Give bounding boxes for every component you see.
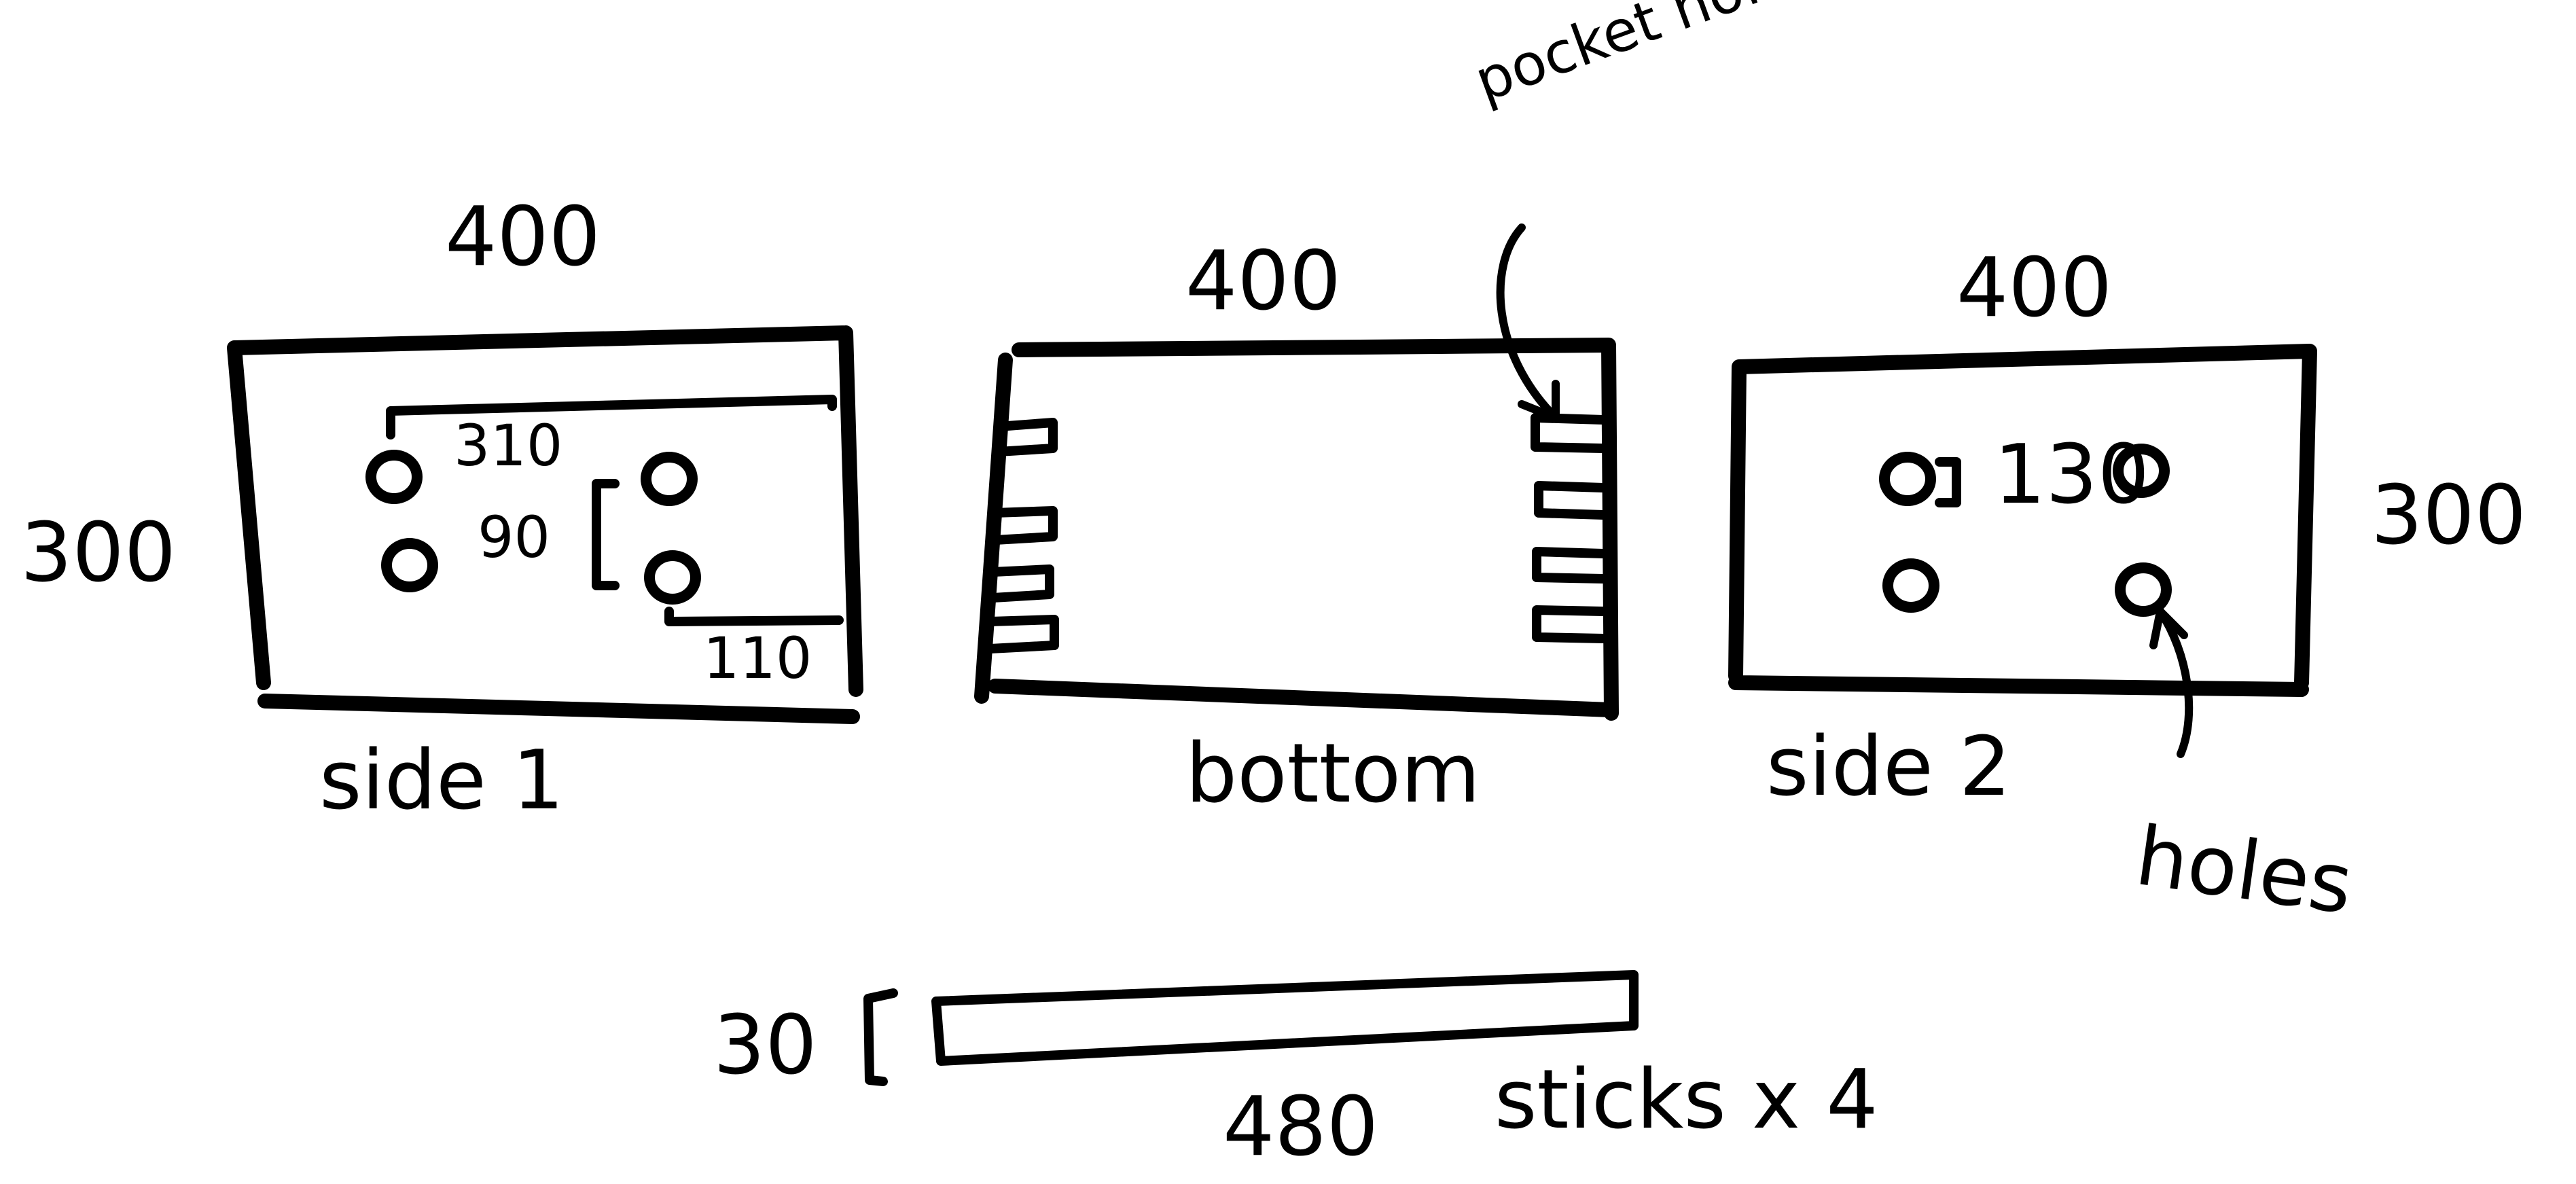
side1-hole xyxy=(381,538,438,592)
side1-offset-dimension xyxy=(664,607,844,626)
side2-width-label: 400 xyxy=(1956,241,2112,336)
side2-hole xyxy=(2115,562,2172,617)
bottom-panel: 400 bottom pocket holes xyxy=(974,0,1828,821)
side1-pitch-label: 90 xyxy=(478,504,550,571)
pocket-hole xyxy=(1534,481,1608,520)
pocket-hole xyxy=(1531,413,1608,453)
side2-outline xyxy=(1728,344,2317,697)
pocket-hole xyxy=(1532,605,1608,643)
side2-name-label: side 2 xyxy=(1766,720,2011,814)
side1-pitch-bracket xyxy=(592,479,620,590)
holes-arrow xyxy=(2149,607,2194,758)
side1-width-label: 400 xyxy=(445,190,601,285)
side1-panel: 400 300 310 90 110 side 1 xyxy=(20,190,863,828)
side1-height-label: 300 xyxy=(20,506,176,600)
sticks-name-label: sticks x 4 xyxy=(1495,1053,1878,1147)
side1-span-dimension xyxy=(386,395,837,439)
pocket-holes-arrow xyxy=(1496,223,1560,422)
pocket-hole xyxy=(990,506,1058,545)
side1-hole xyxy=(644,550,701,605)
side1-hole xyxy=(641,452,698,506)
side1-span-label: 310 xyxy=(454,412,562,479)
side1-outline xyxy=(227,325,863,724)
sticks-part: 30 480 sticks x 4 xyxy=(713,970,1878,1174)
side2-spacing-label: 130 xyxy=(1994,428,2149,522)
side1-name-label: side 1 xyxy=(319,734,564,828)
pocket-holes-callout: pocket holes xyxy=(1466,0,1828,115)
holes-callout: holes xyxy=(2130,809,2358,933)
stick-thickness-bracket xyxy=(863,988,898,1086)
pocket-hole xyxy=(986,615,1059,653)
side2-hole xyxy=(2113,444,2170,498)
pocket-hole xyxy=(994,418,1058,456)
bottom-name-label: bottom xyxy=(1185,727,1480,821)
stick-outline xyxy=(931,970,1639,1066)
pocket-hole xyxy=(1532,547,1608,584)
side2-spacing-bracket xyxy=(1935,457,1961,507)
bottom-outline xyxy=(974,338,1619,721)
side2-height-label: 300 xyxy=(2371,469,2526,563)
stick-thickness-label: 30 xyxy=(713,999,817,1093)
side2-panel: 400 300 130 side 2 holes xyxy=(1728,241,2526,933)
side1-offset-label: 110 xyxy=(703,625,812,692)
side2-hole xyxy=(1879,452,1936,506)
pocket-hole xyxy=(988,564,1054,603)
bottom-width-label: 400 xyxy=(1185,234,1341,329)
stick-length-label: 480 xyxy=(1223,1080,1378,1174)
side2-hole xyxy=(1882,558,1939,613)
side1-hole xyxy=(365,450,423,504)
